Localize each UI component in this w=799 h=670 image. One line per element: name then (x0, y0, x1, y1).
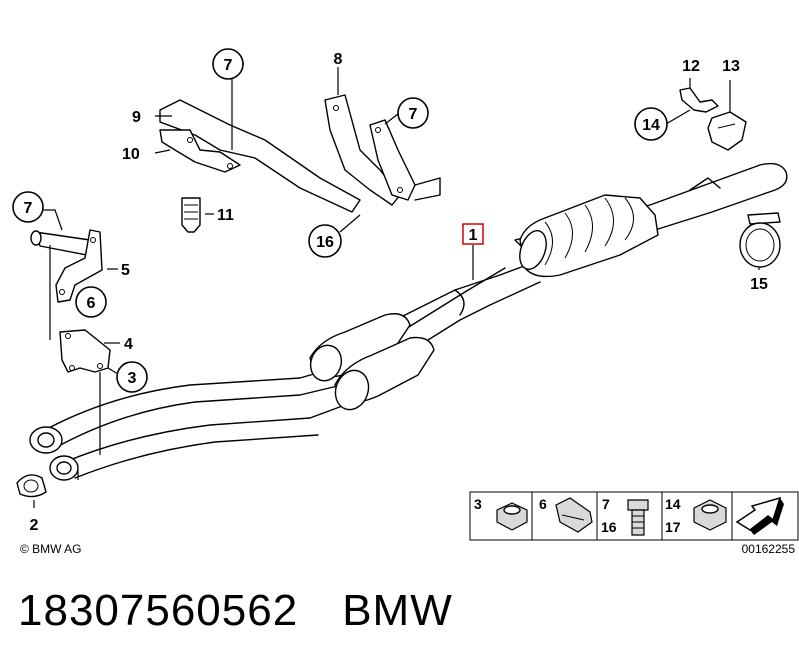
callout-7-mid: 7 (397, 97, 429, 129)
svg-text:7: 7 (224, 57, 233, 74)
part-11-label: 11 (217, 207, 234, 224)
callout-6: 6 (75, 286, 107, 318)
callout-7-left: 7 (12, 191, 44, 223)
svg-text:6: 6 (87, 295, 96, 312)
svg-text:7: 7 (602, 496, 610, 512)
part-4-label: 4 (124, 336, 133, 353)
legend-item-nut-14-17: 14 17 (665, 496, 727, 535)
callout-3: 3 (116, 361, 148, 393)
svg-text:17: 17 (665, 519, 681, 535)
part-number-caption: 18307560562 BMW (18, 586, 453, 636)
part-number: 18307560562 (18, 586, 299, 635)
part-1-label: 1 (462, 223, 484, 245)
svg-text:14: 14 (642, 117, 660, 134)
part-8-label: 8 (334, 51, 343, 68)
right-parts (679, 87, 781, 268)
part-10-label: 10 (122, 146, 140, 163)
part-9-label: 9 (132, 109, 141, 126)
svg-text:7: 7 (409, 106, 418, 123)
arrow-icon (735, 496, 784, 535)
copyright-text: © BMW AG (20, 542, 82, 556)
svg-text:7: 7 (24, 200, 33, 217)
legend-item-bolt-7-16: 7 16 (601, 496, 649, 536)
exhaust-assembly (16, 162, 788, 498)
left-brackets (30, 229, 111, 480)
hardware-legend: 3 6 7 16 14 17 (469, 491, 799, 541)
part-12-label: 12 (682, 58, 700, 75)
part-5-label: 5 (121, 262, 130, 279)
top-brackets (159, 94, 441, 233)
part-13-label: 13 (722, 58, 740, 75)
callout-16: 16 (308, 224, 342, 258)
image-code: 00162255 (742, 542, 796, 556)
svg-text:1: 1 (469, 227, 478, 244)
legend-item-nut-3: 3 (474, 496, 528, 531)
svg-text:16: 16 (316, 234, 334, 251)
svg-text:16: 16 (601, 519, 617, 535)
callout-14: 14 (634, 107, 668, 141)
brand-name: BMW (342, 586, 453, 635)
svg-text:6: 6 (539, 496, 547, 512)
svg-text:3: 3 (474, 496, 482, 512)
legend-item-clip-6: 6 (539, 496, 593, 533)
svg-text:14: 14 (665, 496, 681, 512)
part-15-label: 15 (750, 276, 768, 293)
svg-text:3: 3 (128, 370, 137, 387)
part-2-label: 2 (30, 517, 39, 534)
callout-7-top: 7 (212, 48, 244, 80)
